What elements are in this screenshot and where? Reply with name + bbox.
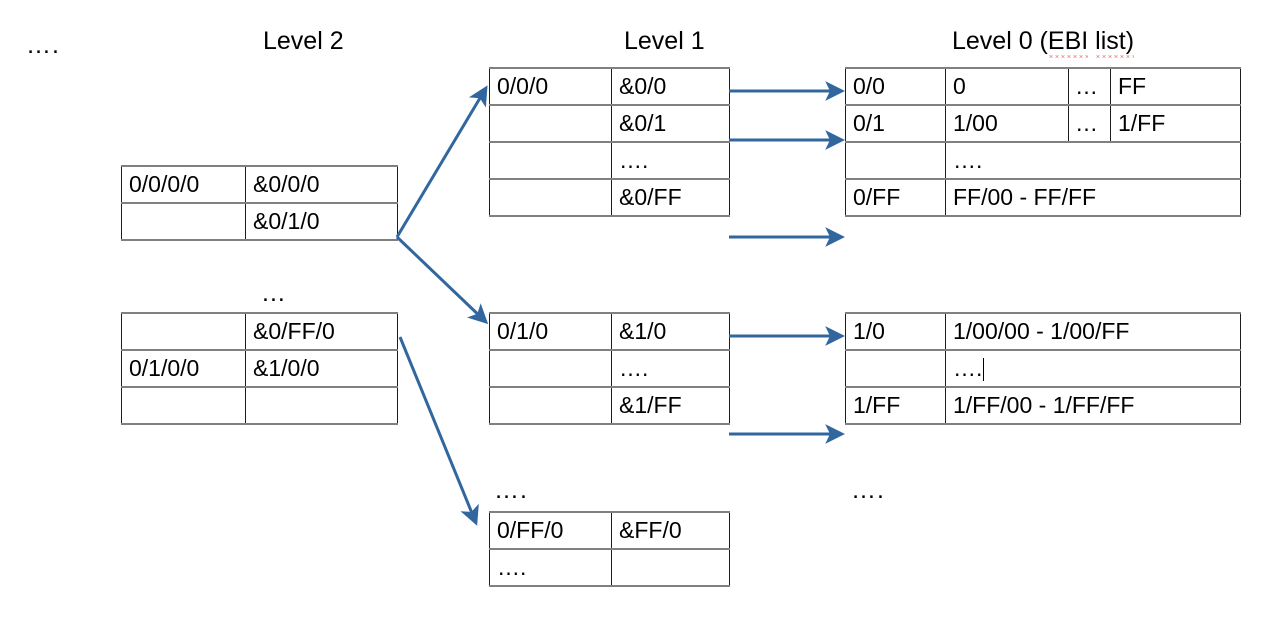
table-row[interactable]: 0/FF FF/00 - FF/FF (845, 178, 1241, 217)
level-0-below-ellipsis: …. (851, 476, 885, 504)
level-2-b-row1-key[interactable]: 0/1/0/0 (121, 349, 246, 388)
level-2-b-row2-ptr[interactable] (245, 386, 398, 425)
table-row[interactable]: 0/0 0 … FF (845, 67, 1241, 106)
level-2-b-row0-ptr[interactable]: &0/FF/0 (245, 312, 398, 351)
level-2-a-row0-ptr[interactable]: &0/0/0 (245, 165, 398, 204)
table-row[interactable]: 0/FF/0 &FF/0 (489, 511, 730, 550)
table-row[interactable]: &0/1 (489, 104, 730, 143)
level-1-b-row1-key[interactable] (489, 349, 612, 388)
level-2-table-a[interactable]: 0/0/0/0 &0/0/0 &0/1/0 (121, 165, 398, 241)
level-2-heading: Level 2 (263, 27, 344, 55)
level-0-a-row0-c2[interactable]: 0 (945, 67, 1069, 106)
level-0-a-row3-key[interactable]: 0/FF (845, 178, 946, 217)
level-2-a-row1-ptr[interactable]: &0/1/0 (245, 202, 398, 241)
table-row[interactable]: 0/1 1/00 … 1/FF (845, 104, 1241, 143)
level-0-a-row2-c2[interactable]: …. (945, 141, 1241, 180)
arrow-level2a-to-level1b (395, 235, 489, 325)
level-0-a-row1-c3[interactable]: … (1068, 104, 1111, 143)
level-1-b-row0-key[interactable]: 0/1/0 (489, 312, 612, 351)
level-0-heading-list: list) (1095, 27, 1135, 58)
level-0-b-row1-key[interactable] (845, 349, 946, 388)
level-1-table-a[interactable]: 0/0/0 &0/0 &0/1 …. &0/FF (489, 67, 730, 217)
level-2-b-row2-key[interactable] (121, 386, 246, 425)
table-row[interactable] (121, 386, 398, 425)
level-2-a-row0-key[interactable]: 0/0/0/0 (121, 165, 246, 204)
table-row[interactable]: …. (489, 548, 730, 587)
level-1-a-row2-ptr[interactable]: …. (611, 141, 730, 180)
level-1-a-row0-key[interactable]: 0/0/0 (489, 67, 612, 106)
table-row[interactable]: 0/1/0 &1/0 (489, 312, 730, 351)
level-1-c-row0-ptr[interactable]: &FF/0 (611, 511, 730, 550)
level-1-below-ellipsis: …. (494, 476, 528, 504)
level-0-heading-ebi: EBI (1047, 27, 1089, 58)
arrow-level2b-to-level1c (398, 336, 479, 526)
table-row[interactable]: …. (845, 349, 1241, 388)
level-0-b-row1-cell[interactable]: …. (945, 349, 1241, 388)
level-1-c-row1-ptr[interactable] (611, 548, 730, 587)
level-0-b-row1-c2: …. (953, 355, 983, 381)
table-row[interactable]: 0/1/0/0 &1/0/0 (121, 349, 398, 388)
level-1-table-b[interactable]: 0/1/0 &1/0 …. &1/FF (489, 312, 730, 425)
level-0-a-row1-c2[interactable]: 1/00 (945, 104, 1069, 143)
table-row[interactable]: …. (489, 141, 730, 180)
level-0-a-row1-key[interactable]: 0/1 (845, 104, 946, 143)
level-1-b-row1-ptr[interactable]: …. (611, 349, 730, 388)
table-row[interactable]: 0/0/0 &0/0 (489, 67, 730, 106)
level-1-table-c[interactable]: 0/FF/0 &FF/0 …. (489, 511, 730, 587)
level-0-a-row3-c2[interactable]: FF/00 - FF/FF (945, 178, 1241, 217)
table-row[interactable]: 1/FF 1/FF/00 - 1/FF/FF (845, 386, 1241, 425)
level-2-b-row1-ptr[interactable]: &1/0/0 (245, 349, 398, 388)
level-1-a-row3-key[interactable] (489, 178, 612, 217)
level-2-a-row1-key[interactable] (121, 202, 246, 241)
level-1-a-row3-ptr[interactable]: &0/FF (611, 178, 730, 217)
level-2-b-row0-key[interactable] (121, 312, 246, 351)
level-0-a-row0-c4[interactable]: FF (1110, 67, 1241, 106)
level-0-b-row2-key[interactable]: 1/FF (845, 386, 946, 425)
level-1-heading: Level 1 (624, 27, 705, 55)
level-1-b-row0-ptr[interactable]: &1/0 (611, 312, 730, 351)
table-row[interactable]: &0/1/0 (121, 202, 398, 241)
level-0-heading-prefix: Level 0 ( (952, 27, 1048, 55)
table-row[interactable]: …. (489, 349, 730, 388)
table-row[interactable]: &0/FF/0 (121, 312, 398, 351)
level-1-a-row0-ptr[interactable]: &0/0 (611, 67, 730, 106)
table-row[interactable]: …. (845, 141, 1241, 180)
level-1-a-row1-ptr[interactable]: &0/1 (611, 104, 730, 143)
level-0-b-row2-c2[interactable]: 1/FF/00 - 1/FF/FF (945, 386, 1241, 425)
table-row[interactable]: &0/FF (489, 178, 730, 217)
level-0-b-row0-c2[interactable]: 1/00/00 - 1/00/FF (945, 312, 1241, 351)
table-row[interactable]: 1/0 1/00/00 - 1/00/FF (845, 312, 1241, 351)
level-0-a-row0-key[interactable]: 0/0 (845, 67, 946, 106)
level-2-table-b[interactable]: &0/FF/0 0/1/0/0 &1/0/0 (121, 312, 398, 425)
level-0-a-row0-c3[interactable]: … (1068, 67, 1111, 106)
level-2-between-tables-ellipsis: ... (262, 279, 286, 307)
level-0-heading: Level 0 (EBI list) (952, 26, 1135, 58)
level-0-table-b[interactable]: 1/0 1/00/00 - 1/00/FF …. 1/FF 1/FF/00 - … (845, 312, 1241, 425)
level-1-a-row1-key[interactable] (489, 104, 612, 143)
level-0-a-row1-c4[interactable]: 1/FF (1110, 104, 1241, 143)
top-left-ellipsis: …. (26, 31, 60, 59)
level-0-a-row2-key[interactable] (845, 141, 946, 180)
level-1-a-row2-key[interactable] (489, 141, 612, 180)
table-row[interactable]: 0/0/0/0 &0/0/0 (121, 165, 398, 204)
level-0-b-row0-key[interactable]: 1/0 (845, 312, 946, 351)
table-row[interactable]: &1/FF (489, 386, 730, 425)
level-0-table-a[interactable]: 0/0 0 … FF 0/1 1/00 … 1/FF …. 0/FF FF/00… (845, 67, 1241, 217)
level-1-b-row2-ptr[interactable]: &1/FF (611, 386, 730, 425)
level-1-b-row2-key[interactable] (489, 386, 612, 425)
text-cursor (983, 358, 985, 381)
arrow-level2a-to-level1a (395, 85, 488, 238)
level-1-c-row0-key[interactable]: 0/FF/0 (489, 511, 612, 550)
level-1-c-row1-key[interactable]: …. (489, 548, 612, 587)
